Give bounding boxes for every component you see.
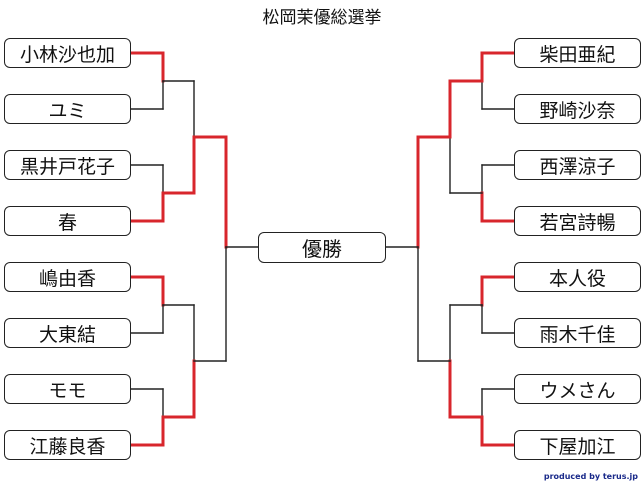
- right-entry-4: 若宮詩暢: [514, 206, 641, 236]
- winner-box: 優勝: [258, 232, 386, 263]
- left-entry-4: 春: [4, 206, 131, 236]
- left-entry-5: 嶋由香: [4, 262, 131, 292]
- right-entry-7: ウメさん: [514, 374, 641, 404]
- left-entry-3: 黒井戸花子: [4, 150, 131, 180]
- bracket-title: 松岡茉優総選挙: [262, 8, 382, 28]
- right-entry-2: 野崎沙奈: [514, 94, 641, 124]
- right-entry-8: 下屋加江: [514, 430, 641, 460]
- left-entry-6: 大東結: [4, 318, 131, 348]
- left-entry-7: モモ: [4, 374, 131, 404]
- right-entry-6: 雨木千佳: [514, 318, 641, 348]
- left-entry-2: ユミ: [4, 94, 131, 124]
- left-entry-8: 江藤良香: [4, 430, 131, 460]
- right-entry-5: 本人役: [514, 262, 641, 292]
- right-entry-3: 西澤涼子: [514, 150, 641, 180]
- footer-credit: produced by terus.jp: [543, 472, 638, 481]
- left-entry-1: 小林沙也加: [4, 38, 131, 68]
- right-entry-1: 柴田亜紀: [514, 38, 641, 68]
